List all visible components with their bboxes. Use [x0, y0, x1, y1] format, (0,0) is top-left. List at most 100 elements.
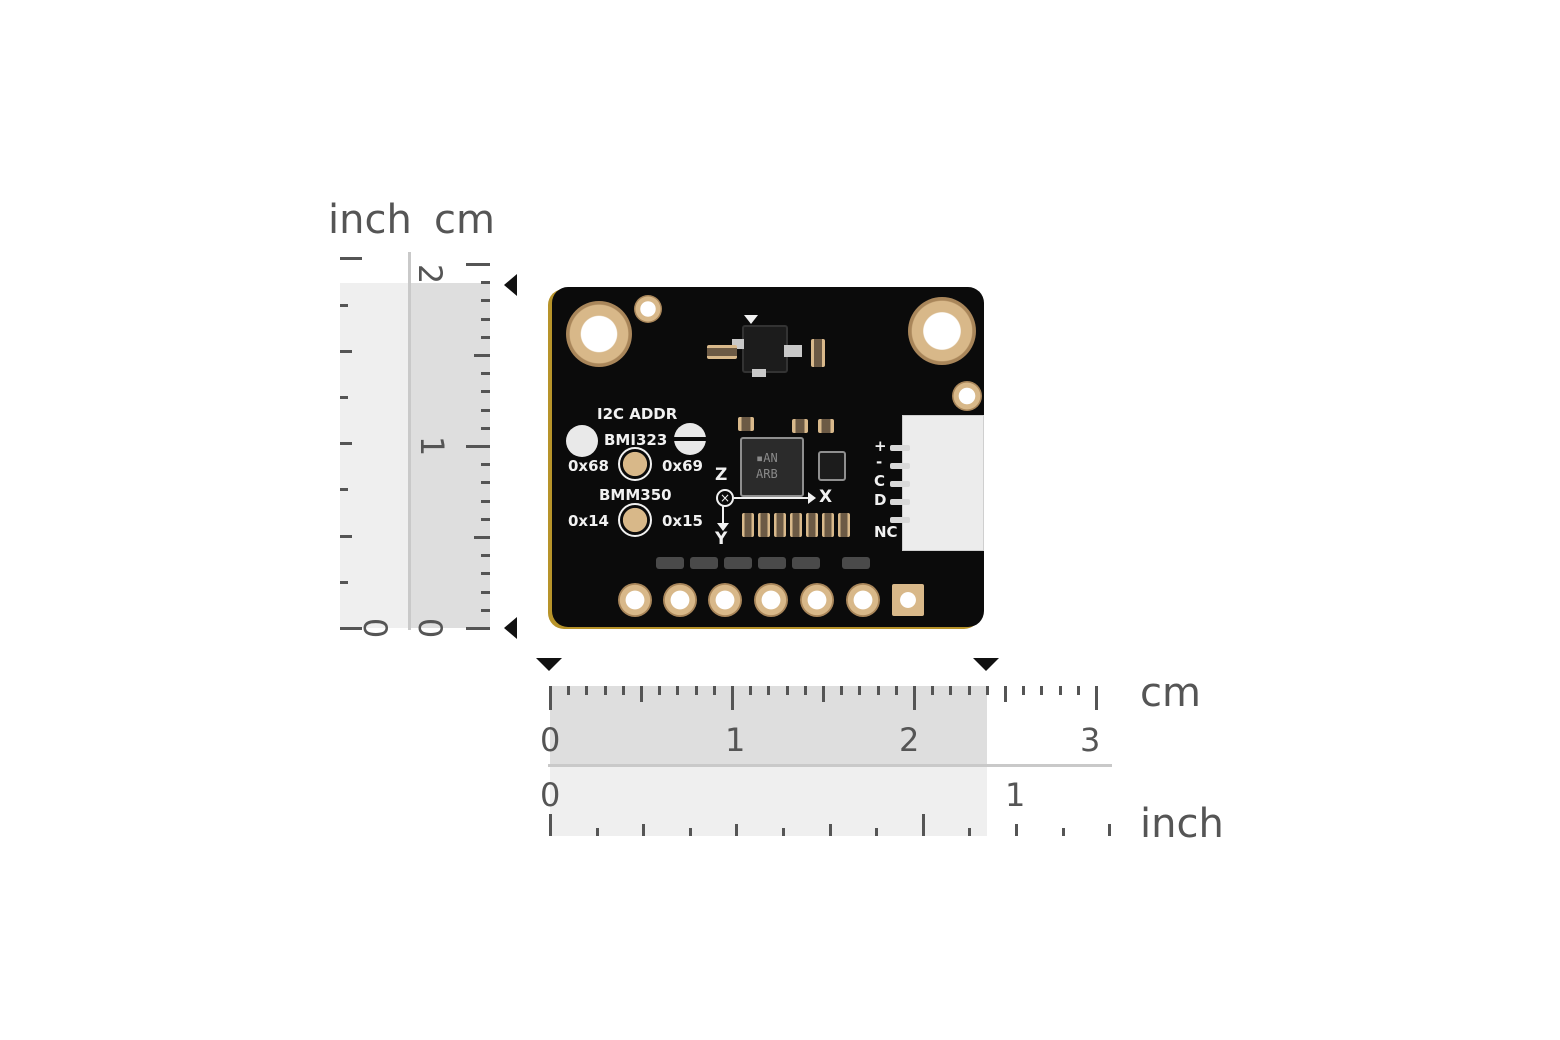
- vertical-ruler-cm-unit: cm: [434, 197, 495, 243]
- transistor-lead: [732, 339, 744, 349]
- horizontal-cm-label: 3: [1080, 721, 1101, 759]
- vertical-ruler-inch-unit: inch: [328, 197, 412, 243]
- ruler-tick: [481, 518, 490, 521]
- pin-label: NC: [874, 523, 898, 541]
- smd-resistor: [742, 513, 754, 537]
- ruler-tick: [604, 686, 607, 695]
- ruler-tick: [875, 828, 878, 836]
- solder-dot-icon: [566, 425, 598, 457]
- bmm-right-address: 0x15: [662, 512, 703, 530]
- ruler-tick: [658, 686, 661, 695]
- ruler-tick: [829, 824, 832, 836]
- smd-resistor: [806, 513, 818, 537]
- ruler-tick: [481, 299, 490, 302]
- ruler-tick: [596, 828, 599, 836]
- jumper-split-line: [674, 437, 706, 441]
- vertical-cm-label: 2: [411, 263, 450, 285]
- ruler-tick: [622, 686, 625, 695]
- cm-ruler-highlight: [410, 283, 490, 628]
- address-jumper-pad: [618, 447, 652, 481]
- ruler-tick: [481, 554, 490, 557]
- ruler-tick: [481, 572, 490, 575]
- ruler-tick: [340, 488, 348, 491]
- horizontal-cm-label: 0: [540, 721, 561, 759]
- ruler-tick: [968, 686, 971, 695]
- pin-label: +: [874, 437, 887, 455]
- ruler-tick: [481, 390, 490, 393]
- measure-marker-icon: [504, 274, 517, 296]
- ruler-tick: [340, 581, 348, 584]
- smd-capacitor: [818, 419, 834, 433]
- inch-ruler-highlight: [340, 283, 410, 628]
- mounting-hole: [908, 297, 976, 365]
- horizontal-inch-label: 1: [1005, 776, 1026, 814]
- ruler-tick: [585, 686, 588, 695]
- ruler-tick: [676, 686, 679, 695]
- ruler-tick: [481, 409, 490, 412]
- ruler-tick: [767, 686, 770, 695]
- ruler-tick: [804, 686, 807, 695]
- ruler-divider: [408, 252, 411, 630]
- ruler-tick: [466, 263, 490, 266]
- ruler-tick: [466, 445, 490, 448]
- ruler-tick: [340, 442, 352, 445]
- ruler-tick: [1022, 686, 1025, 695]
- transistor-lead: [752, 369, 766, 377]
- smd-capacitor: [792, 419, 808, 433]
- vertical-inch-label: 0: [356, 617, 395, 639]
- ruler-tick: [782, 828, 785, 836]
- ruler-tick: [986, 686, 989, 695]
- ruler-tick: [877, 686, 880, 695]
- ruler-tick: [695, 686, 698, 695]
- ruler-tick: [567, 686, 570, 695]
- connector-housing: [902, 415, 984, 551]
- ruler-tick: [642, 824, 645, 836]
- ruler-tick: [1040, 686, 1043, 695]
- ruler-tick: [340, 535, 352, 538]
- ruler-tick: [340, 627, 362, 630]
- ruler-tick: [481, 336, 490, 339]
- ruler-tick: [340, 350, 352, 353]
- axis-x-label: X: [819, 487, 833, 507]
- pin-label: D: [874, 491, 887, 509]
- connector-pin: [890, 481, 910, 487]
- cm-ruler-highlight: [550, 686, 987, 766]
- connector-pin: [890, 517, 910, 523]
- chip-marking: ▪AN: [756, 451, 778, 465]
- ruler-tick: [931, 686, 934, 695]
- smd-pad: [842, 557, 870, 569]
- smd-resistor: [758, 513, 770, 537]
- ruler-tick: [481, 609, 490, 612]
- ruler-tick: [822, 686, 825, 702]
- header-pin-square-pad: [892, 584, 924, 616]
- ruler-tick: [1095, 686, 1098, 710]
- arrow-right-icon: [808, 492, 816, 504]
- connector-pin: [890, 445, 910, 451]
- ruler-divider: [548, 764, 1112, 767]
- bmi-left-address: 0x68: [568, 457, 609, 475]
- axis-x-arrow: [734, 497, 812, 499]
- transistor-lead: [784, 345, 802, 357]
- ruler-tick: [640, 686, 643, 702]
- axis-y-label: Y: [715, 529, 728, 549]
- ruler-tick: [895, 686, 898, 695]
- smd-resistor: [822, 513, 834, 537]
- ruler-tick: [735, 824, 738, 836]
- vertical-cm-label: 1: [413, 435, 452, 457]
- header-pin-hole: [800, 583, 834, 617]
- smd-pad: [724, 557, 752, 569]
- bmi-right-address: 0x69: [662, 457, 703, 475]
- smd-resistor: [774, 513, 786, 537]
- axis-z-label: Z: [715, 465, 728, 485]
- ruler-tick: [858, 686, 861, 695]
- ruler-tick: [481, 281, 490, 284]
- ruler-tick: [1015, 824, 1018, 836]
- ruler-tick: [713, 686, 716, 695]
- ruler-tick: [466, 627, 490, 630]
- connector-pin: [890, 463, 910, 469]
- measure-marker-icon: [504, 617, 517, 639]
- measure-marker-icon: [973, 658, 999, 671]
- inch-ruler-highlight: [550, 766, 987, 836]
- axis-y-arrow: [722, 505, 724, 525]
- ruler-tick: [474, 536, 490, 539]
